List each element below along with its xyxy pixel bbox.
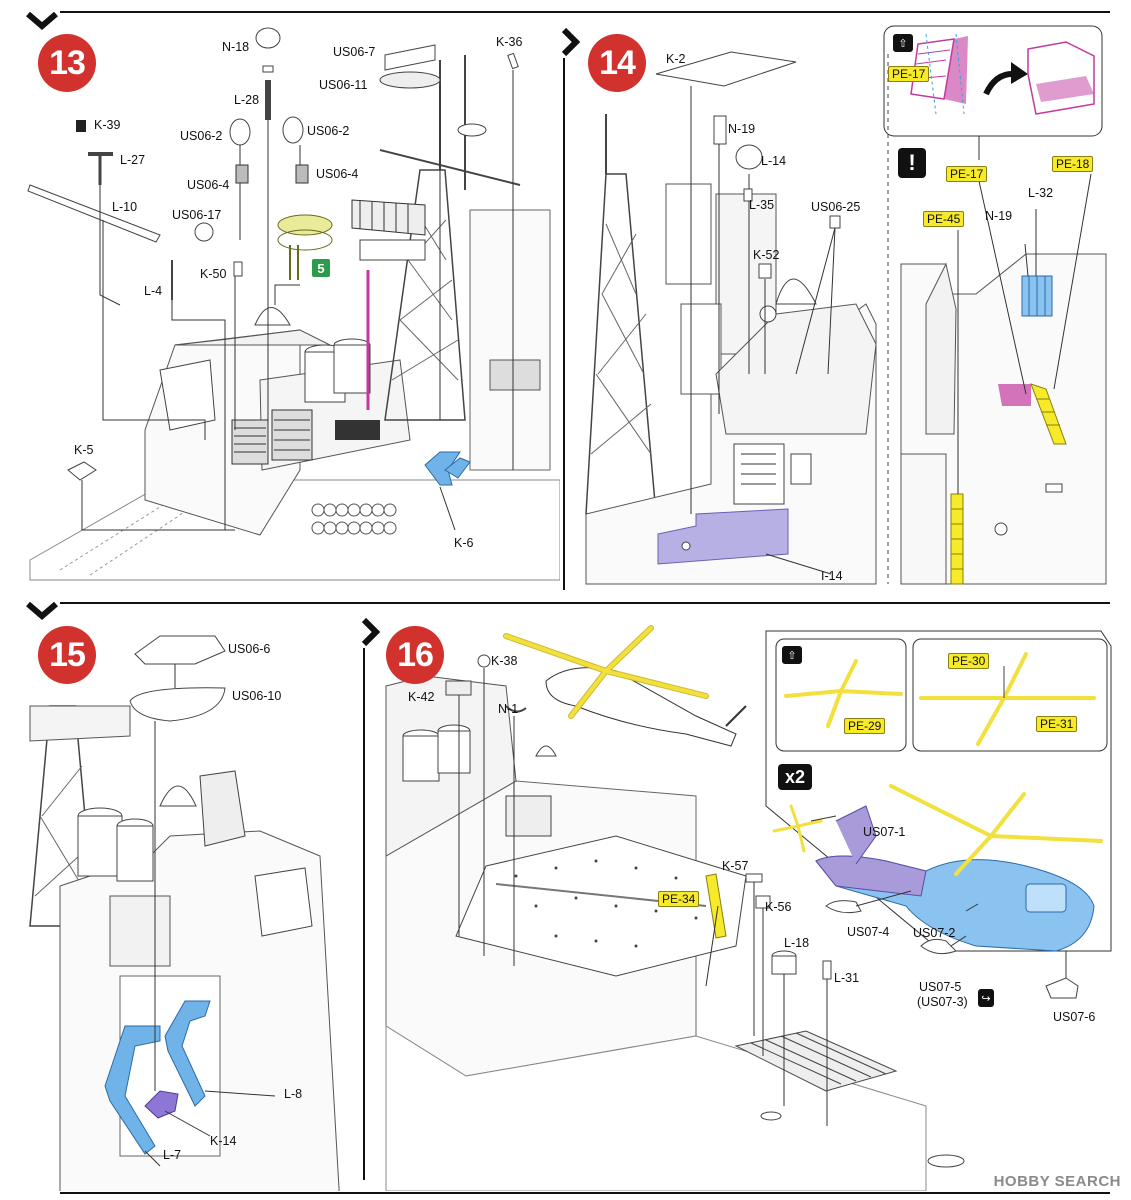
tag-pe29: PE-29	[844, 718, 886, 734]
label-l7: L-7	[163, 1148, 182, 1162]
label-k36: K-36	[496, 35, 523, 49]
label-l4: L-4	[144, 284, 163, 298]
label-k39: K-39	[94, 118, 121, 132]
watermark: HOBBY SEARCH	[993, 1173, 1121, 1190]
label-us06-4-right: US06-4	[316, 167, 359, 181]
label-k2: K-2	[666, 52, 686, 66]
tag-pe18: PE-18	[1052, 156, 1094, 172]
label-k5: K-5	[74, 443, 94, 457]
label-us06-11: US06-11	[319, 78, 368, 92]
label-l31: L-31	[834, 971, 860, 985]
tag-pe17-inset: PE-17	[888, 66, 930, 82]
label-l14: L-14	[761, 154, 787, 168]
label-us07-2: US07-2	[913, 926, 956, 940]
tag-pe34: PE-34	[658, 891, 700, 907]
label-us07-5: US07-5	[919, 980, 962, 994]
label-n1: N-1	[498, 702, 519, 716]
quantity-x2-badge: x2	[778, 764, 812, 790]
label-us07-4: US07-4	[847, 925, 890, 939]
label-l10: L-10	[112, 200, 138, 214]
step-15-badge: 15	[38, 626, 96, 684]
label-us06-17: US06-17	[172, 208, 222, 222]
step-16-badge: 16	[386, 626, 444, 684]
label-k42: K-42	[408, 690, 435, 704]
label-us06-2-right: US06-2	[307, 124, 350, 138]
tag-pe17: PE-17	[946, 166, 988, 182]
tag-pe45: PE-45	[923, 211, 965, 227]
label-n19-left: N-19	[728, 122, 756, 136]
flip-view-icon: ⇧	[893, 34, 913, 52]
label-us07-6: US07-6	[1053, 1010, 1096, 1024]
label-l35: L-35	[749, 198, 775, 212]
label-us07-1: US07-1	[863, 825, 906, 839]
step-16-drawing	[385, 625, 1112, 1191]
label-k57: K-57	[722, 859, 749, 873]
step-15-panel: 15 US06-6 US06-10 L-8 K-14 L-7	[0, 606, 362, 1191]
step-14-badge: 14	[588, 34, 646, 92]
tag-pe31: PE-31	[1036, 716, 1078, 732]
step-16-panel: 16 K-38 K-42 N-1 K-57 K-56 L-18 L-31 PE-…	[366, 606, 1114, 1191]
label-k50: K-50	[200, 267, 227, 281]
step-14-panel: 14 K-2 N-19 L-14 L-35 US06-25 K-52 I-14 …	[566, 14, 1111, 594]
label-l8: L-8	[284, 1087, 303, 1101]
label-us06-10: US06-10	[232, 689, 282, 703]
label-l28: L-28	[234, 93, 260, 107]
warning-icon: !	[898, 148, 926, 178]
step-13-badge: 13	[38, 34, 96, 92]
label-k52: K-52	[753, 248, 780, 262]
tag-pe30: PE-30	[948, 653, 990, 669]
label-us06-2-left: US06-2	[180, 129, 223, 143]
label-i14: I-14	[821, 569, 843, 583]
label-l27: L-27	[120, 153, 146, 167]
flip-view-icon-2: ⇧	[782, 646, 802, 664]
step-14-drawing	[585, 25, 1107, 585]
label-l32: L-32	[1028, 186, 1054, 200]
label-k56: K-56	[765, 900, 792, 914]
label-k14: K-14	[210, 1134, 237, 1148]
label-k38: K-38	[491, 654, 518, 668]
label-l18: L-18	[784, 936, 810, 950]
label-n19-right: N-19	[985, 209, 1013, 223]
step-15-drawing	[29, 635, 340, 1191]
label-k6: K-6	[454, 536, 474, 550]
subassembly-5-tag: 5	[312, 259, 330, 277]
label-us07-3: (US07-3)	[917, 995, 968, 1009]
label-us06-6: US06-6	[228, 642, 271, 656]
label-n18: N-18	[222, 40, 250, 54]
label-us06-4-left: US06-4	[187, 178, 230, 192]
step-13-panel: 13 N-18 L-28 US06-7 US06-11 K-36 K-39 L-…	[0, 0, 560, 600]
label-us06-7: US06-7	[333, 45, 376, 59]
attach-direction-icon: ↪	[978, 989, 994, 1007]
step-13-drawing	[27, 27, 560, 581]
label-us06-25: US06-25	[811, 200, 861, 214]
